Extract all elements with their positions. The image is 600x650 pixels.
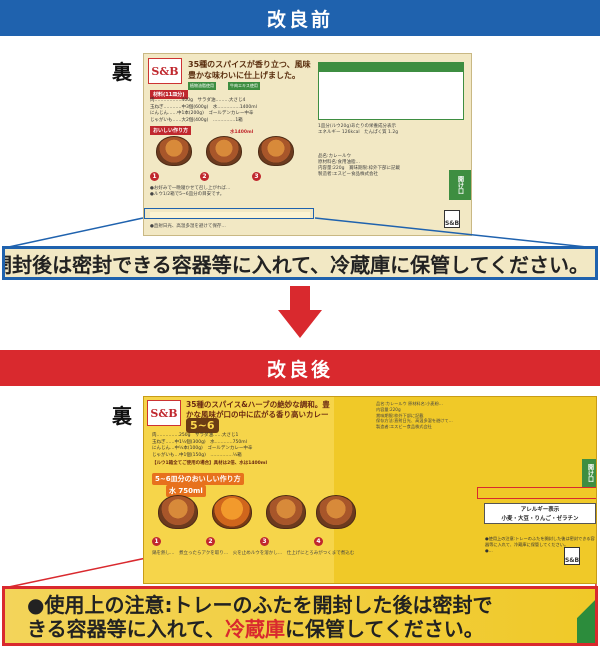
after-step-text: 鍋を熱し… 煮立ったらアクを取り… 火を止めルウを溶かし… 仕上げにとろみがつく… [152,551,355,556]
step-1: 1 [150,172,159,181]
after-pot-1 [158,495,198,529]
down-arrow-icon [278,286,322,338]
before-highlight-box [144,208,314,219]
water-amount: 水1400ml [230,130,254,135]
sb-corner-mark: S&B [444,210,460,228]
green-tag-1: 植物油脂使用 [188,82,216,90]
product-info: 品名:カレールウ原材料名:食用油脂…内容量:220g 賞味期限:枠外下部に記載製… [318,154,400,177]
zoom-after-caption: ●使用上の注意:トレーのふたを開封した後は密封で きる容器等に入れて、冷蔵庫に保… [2,586,598,646]
open-tab-before: 開け口 [449,170,471,200]
after-ingredients: 肉……………250g サラダ油……大さじ1 玉ねぎ……中1½個(300g) 水…… [152,433,253,458]
zoom-after-line-2: きる容器等に入れて、冷蔵庫に保管してください。 [27,617,484,641]
step-2: 2 [200,172,209,181]
after-pot-2 [212,495,252,529]
after-step-4: 4 [314,537,323,546]
before-headline: 35種のスパイスが香り立つ、風味豊かな味わいに仕上げました。 [188,60,311,80]
after-howto-head: 5~6皿分のおいしい作り方 [152,473,244,485]
after-step-1: 1 [152,537,161,546]
before-caution-line [150,212,310,219]
servings-badge: 5~6 [186,418,219,433]
zoom-before-caption: 意:開封後は密封できる容器等に入れて、冷蔵庫に保管してください。 [2,246,598,280]
before-fine-print-2: ●直射日光、高温多湿を避けて保存… [150,224,226,229]
side-label-before: 裏 [112,60,132,84]
before-fine-print: ●お好みで一晩寝かせて召し上がれば…●ルウ1/2箱で5~6皿分の目安です。 [150,186,231,197]
banner-after: 改良後 [0,350,600,386]
pot-image-1 [156,136,192,166]
after-full-box-note: 【ルウ1箱全てご使用の場合】具材は2倍、水は1400ml [152,461,268,466]
green-tag-2: 牛肉エキス使用 [228,82,260,90]
green-corner-decoration [577,589,595,643]
howto-header: おいしい作り方 [150,126,192,135]
after-highlight-box [477,487,596,499]
step-3: 3 [252,172,261,181]
after-step-3: 3 [260,537,269,546]
after-caution-text: ●使用上の注意:トレーのふたを開封した後は密封できる容器等に入れて、冷蔵庫に保管… [485,536,595,553]
sb-corner-mark-after: S&B [564,547,580,565]
nutrition-text: 1皿分(ルウ20g)あたりの栄養成分表示エネルギー 126kcal たんぱく質 … [318,124,399,135]
banner-before: 改良前 [0,0,600,36]
sb-logo: S&B [148,58,182,84]
pot-image-3 [258,136,294,166]
after-pot-3 [266,495,306,529]
banner-after-label: 改良後 [266,358,333,381]
package-before-image: S&B 35種のスパイスが香り立つ、風味豊かな味わいに仕上げました。 植物油脂使… [143,53,472,236]
pot-image-2 [206,136,242,166]
water-badge: 水 750ml [166,485,206,497]
package-after-image: S&B 35種のスパイス&ハーブの絶妙な調和。豊かな風味が口の中に広がる香り高い… [143,396,597,584]
zoom-after-line-1: ●使用上の注意:トレーのふたを開封した後は密封で [27,593,493,617]
ingredients-header: 材料(11皿分) [150,90,188,99]
open-tab-after: 開け口 [582,459,596,487]
banner-before-label: 改良前 [266,8,333,31]
after-step-2: 2 [206,537,215,546]
after-pot-4 [316,495,356,529]
sb-logo-after: S&B [147,400,181,426]
allergy-items: 小麦・大豆・りんご・ゼラチン [484,513,596,524]
side-label-after: 裏 [112,404,132,428]
ingredients-rows: 肉………………400g サラダ油………大さじ4 玉ねぎ…………中3個(600g)… [150,98,257,123]
nutrition-table [318,62,464,120]
